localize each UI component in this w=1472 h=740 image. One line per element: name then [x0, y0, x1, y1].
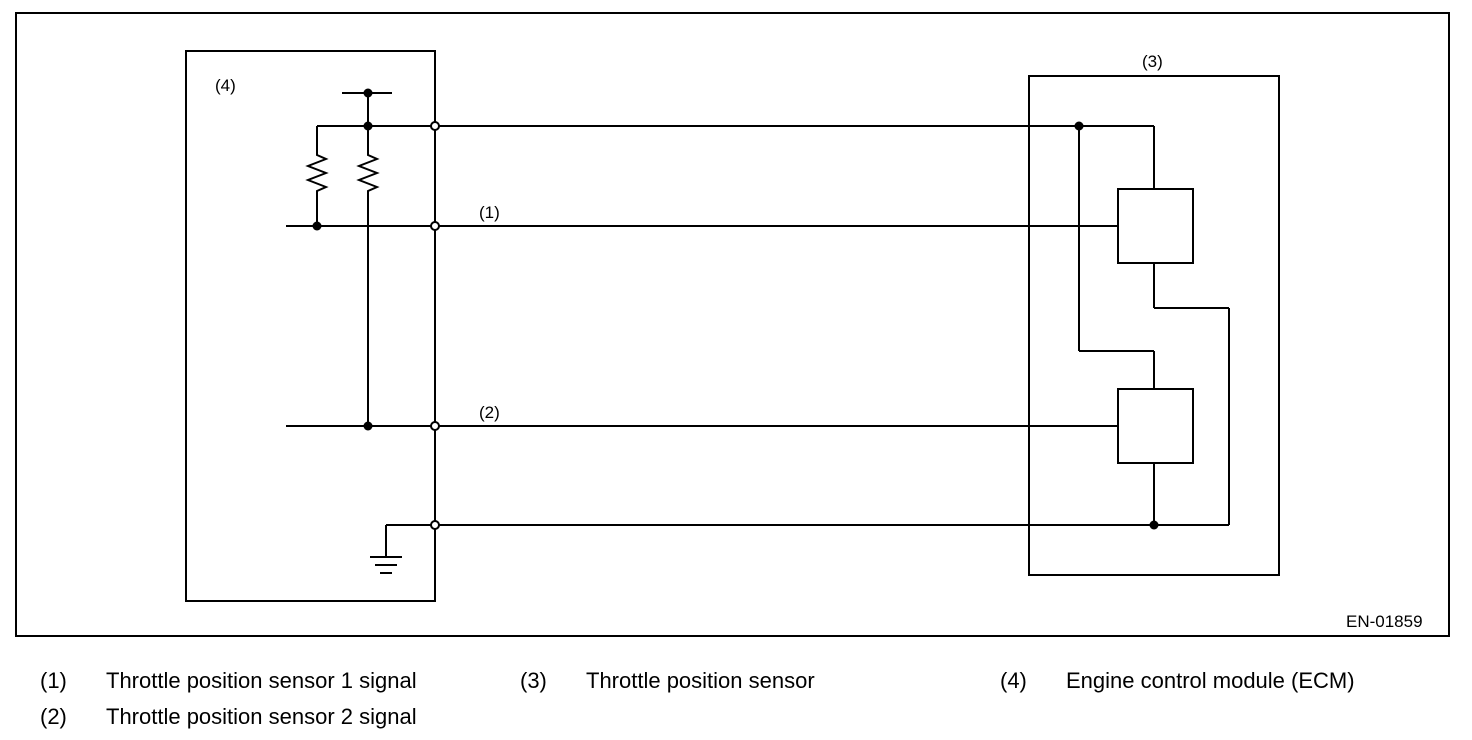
- ecm-internal-wiring: [286, 92, 431, 556]
- terminal-icon: [430, 421, 440, 431]
- sensor-element-2: [1117, 388, 1194, 464]
- junction-dots: [312, 88, 1159, 530]
- terminal-icon: [430, 221, 440, 231]
- sensor-label: (3): [1142, 52, 1163, 71]
- figure-id: EN-01859: [1346, 612, 1423, 631]
- legend-text: Engine control module (ECM): [1066, 668, 1355, 693]
- legend-number: (3): [520, 668, 547, 693]
- legend-number: (2): [40, 704, 67, 729]
- resistor-1-icon: [305, 150, 329, 197]
- legend-number: (4): [1000, 668, 1027, 693]
- sensor-internal-wiring: [1078, 126, 1230, 525]
- diagram-frame: [15, 12, 1450, 637]
- sensor-box: [1028, 75, 1280, 576]
- legend-number: (1): [40, 668, 67, 693]
- legend-text: Throttle position sensor: [586, 668, 815, 693]
- ecm-label: (4): [215, 76, 236, 95]
- signal-2-label: (2): [479, 403, 500, 422]
- harness-wires: [439, 125, 1229, 526]
- signal-1-label: (1): [479, 203, 500, 222]
- wiring-diagram: (4) (3) (1) (2): [15, 12, 1450, 637]
- sensor-element-1: [1117, 188, 1194, 264]
- terminal-icon: [430, 520, 440, 530]
- ecm-terminals: [430, 121, 440, 530]
- resistor-2-icon: [356, 150, 380, 197]
- legend-text: Throttle position sensor 1 signal: [106, 668, 417, 693]
- terminal-icon: [430, 121, 440, 131]
- legend-text: Throttle position sensor 2 signal: [106, 704, 417, 729]
- ecm-box: [185, 50, 436, 602]
- legend: (1) Throttle position sensor 1 signal (2…: [0, 660, 1472, 740]
- ground-icon: [370, 556, 402, 574]
